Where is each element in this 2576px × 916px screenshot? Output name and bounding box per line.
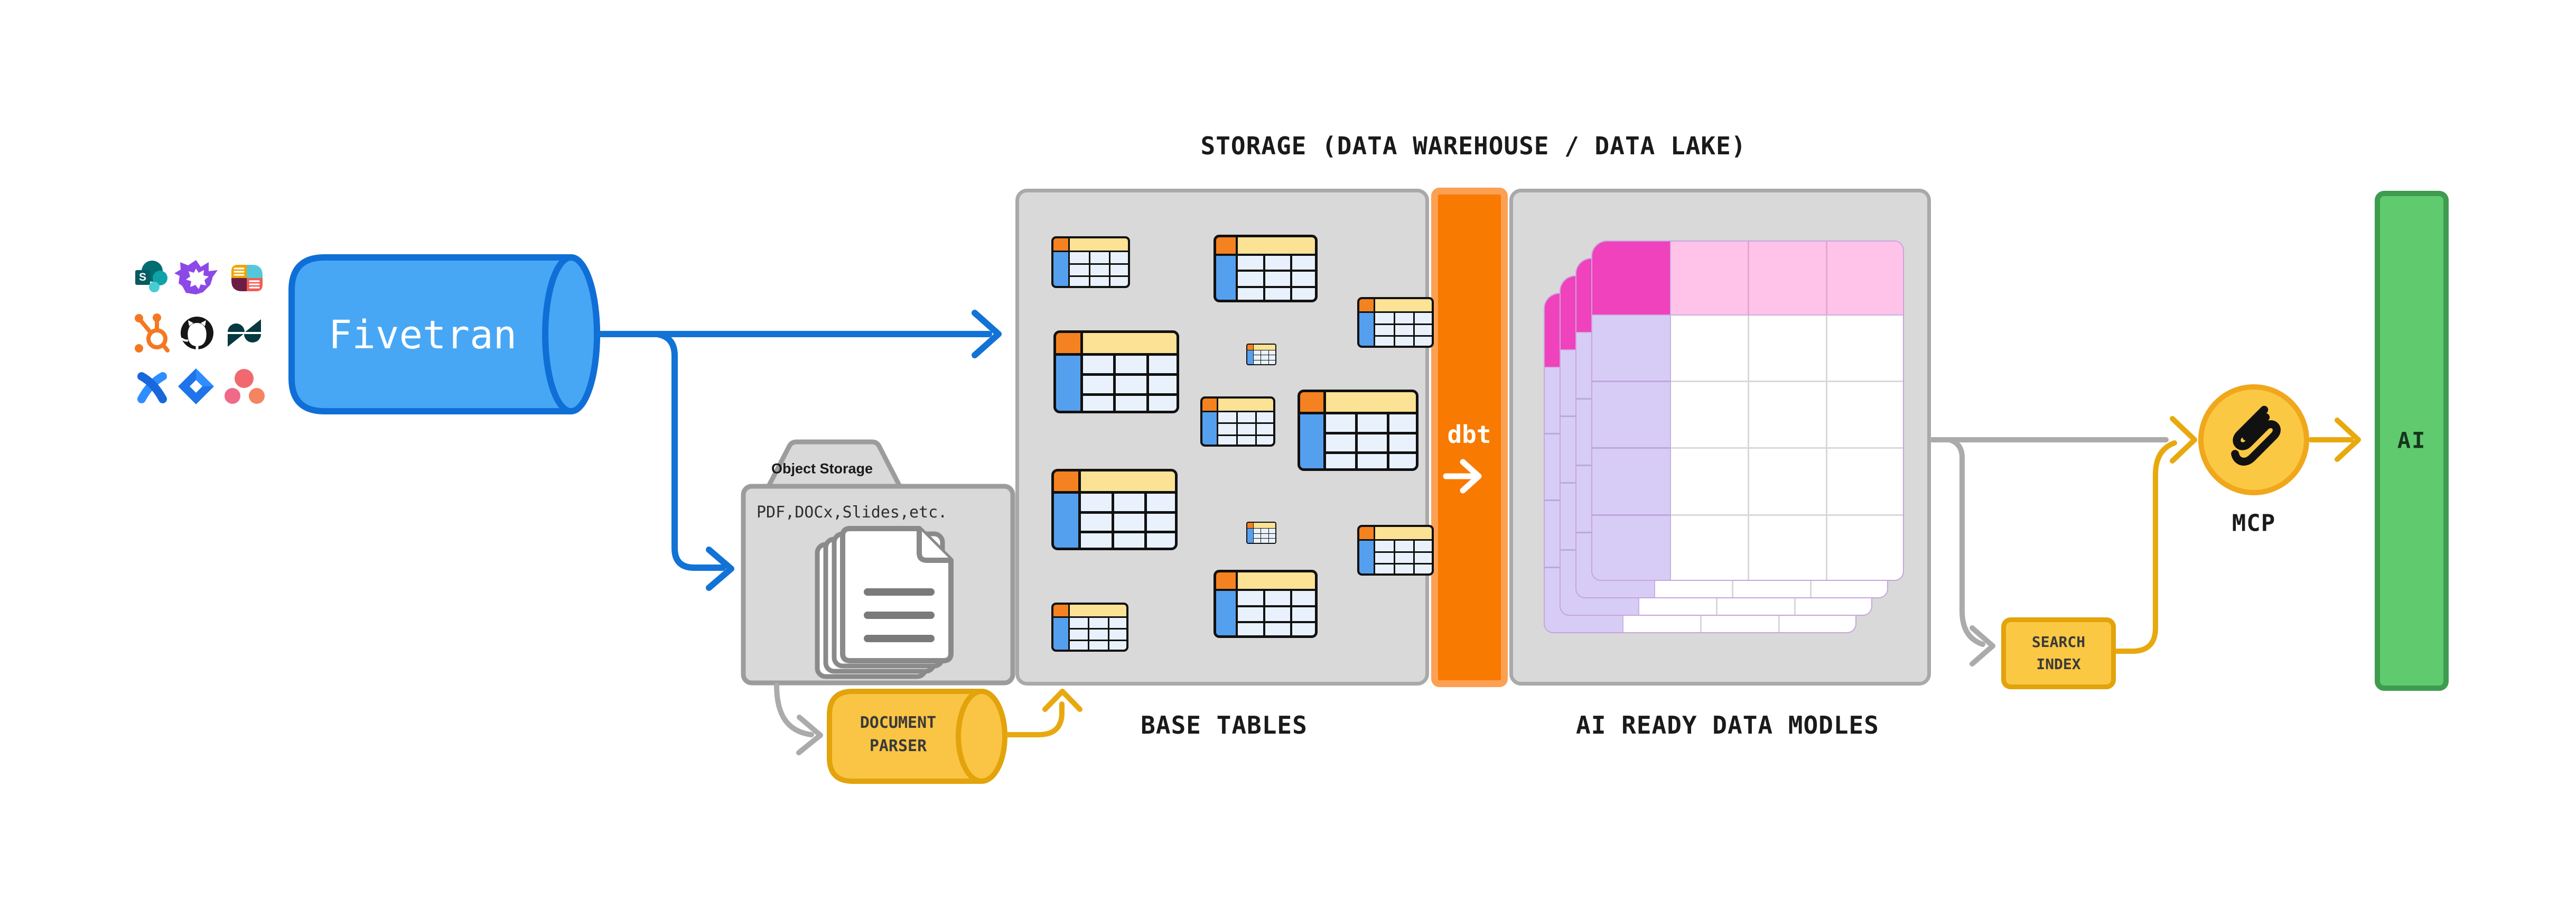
base-table-icon [1246,344,1276,365]
asana-icon [225,369,265,404]
base-table-icon [1051,236,1130,288]
arrow-fivetran-to-folder [654,331,726,571]
base-table-icon [1214,570,1318,638]
document-parser-label: DOCUMENT PARSER [860,714,937,755]
ai-label: AI [2397,427,2426,454]
arrow-fivetran-to-storage-head [972,310,1002,358]
base-table-icon [1214,235,1318,302]
mcp-label: MCP [2232,510,2276,537]
arrow-mcp-to-ai-head [2335,418,2361,462]
mcp-squiggle-icon [2231,405,2281,466]
ai-bar [2375,191,2449,691]
line-models-to-search [1947,437,1985,647]
arrow-models-to-search-head [1970,625,1995,667]
base-table-icon [1298,390,1418,471]
storage-title: STORAGE (DATA WAREHOUSE / DATA LAKE) [1200,132,1747,160]
object-storage-title: Object Storage [771,460,873,477]
arrow-parser-to-tables-head [1042,689,1082,712]
zendesk-icon [228,319,261,347]
arrow-folder-to-parser [774,682,814,737]
arrow-parser-to-tables [1005,701,1065,737]
mcp-icon [2198,384,2309,495]
base-table-icon [1357,525,1434,576]
ai-models-label: AI READY DATA MODLES [1576,711,1879,739]
folder-icon [741,439,1015,686]
github-icon [180,317,213,349]
search-index-label: SEARCH INDEX [2031,633,2086,673]
arrow-fivetran-to-folder-head [706,547,734,591]
jira-icon [178,368,214,404]
seismic-docs-icon [231,265,263,291]
sharepoint-letter: S [138,271,146,283]
arrow-into-mcp-head [2170,416,2197,464]
line-search-to-mcp [2114,440,2177,654]
dbt-bar [1431,188,1508,687]
base-table-icon [1051,603,1128,652]
base-table-icon [1357,297,1434,348]
starburst-icon [174,260,218,294]
base-table-icon [1053,330,1179,413]
base-tables-label: BASE TABLES [1141,711,1308,739]
base-table-icon [1246,522,1276,544]
object-storage-formats: PDF,DOCx,Slides,etc. [757,503,948,522]
hubspot-icon [135,313,170,353]
search-index-box: SEARCH INDEX [2001,617,2116,689]
ai-model-table-icon [1591,240,1904,581]
arrow-folder-to-parser-head [796,715,823,755]
document-text-lines [864,588,935,642]
confluence-icon [137,372,167,403]
fivetran-label: Fivetran [328,312,517,358]
base-table-icon [1200,396,1275,447]
base-table-icon [1051,469,1178,550]
dbt-label: dbt [1447,420,1491,449]
document-stack-icon [815,526,954,679]
